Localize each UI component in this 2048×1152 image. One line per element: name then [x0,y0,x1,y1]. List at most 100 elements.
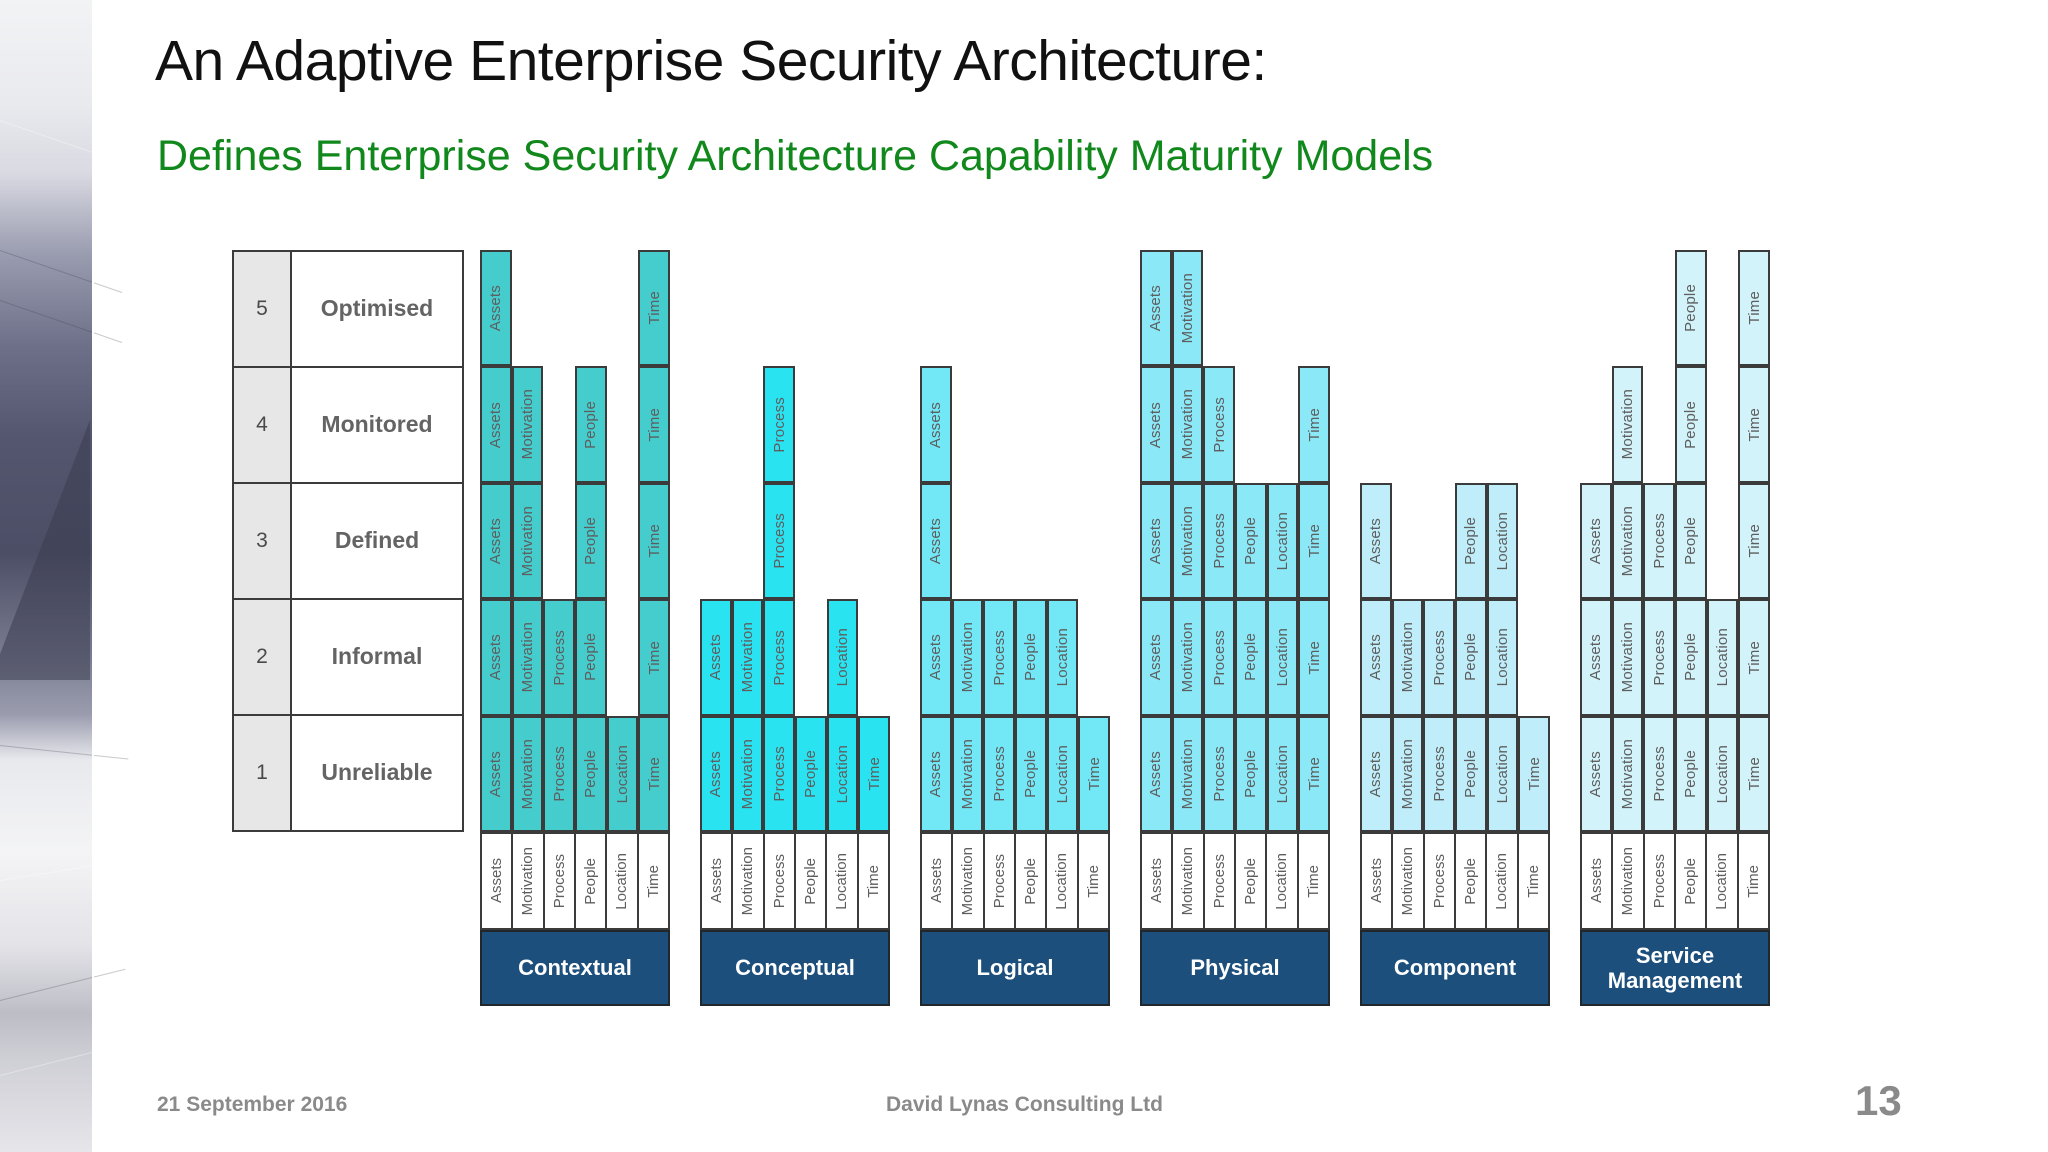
bar-segment[interactable]: People [1455,715,1487,832]
bar-segment[interactable]: Location [1046,715,1079,832]
bar-segment[interactable]: Assets [480,715,512,832]
bar-segment[interactable]: Assets [480,482,512,600]
bar-segment[interactable]: Process [763,482,796,600]
bar-segment[interactable]: Motivation [1391,599,1424,716]
bar-segment[interactable]: Motivation [1611,599,1644,716]
bar-segment[interactable]: People [1675,715,1707,832]
bar-segment[interactable]: Location [1706,599,1739,716]
bar-segment[interactable]: People [795,715,827,832]
bar-segment[interactable]: Motivation [1171,250,1204,367]
bar-segment[interactable]: Process [1423,599,1456,716]
bar-segment[interactable]: People [575,599,607,716]
bar-segment[interactable]: Motivation [511,715,544,832]
bar-segment[interactable]: Process [1203,482,1236,600]
bar-segment[interactable]: Assets [920,482,952,600]
bar-segment[interactable]: Assets [1140,250,1172,367]
bar-segment[interactable]: Motivation [1171,482,1204,600]
bar-segment[interactable]: Time [638,250,671,367]
bar-segment[interactable]: Time [1738,250,1771,367]
bar-segment[interactable]: Process [1423,715,1456,832]
bar-segment[interactable]: Motivation [1611,366,1644,483]
bar-segment[interactable]: People [575,482,607,600]
bar-segment[interactable]: Process [543,715,576,832]
bar-segment[interactable]: Assets [920,366,952,483]
bar-segment[interactable]: People [1455,599,1487,716]
bar-segment[interactable]: People [1675,599,1707,716]
bar-segment[interactable]: Assets [1360,482,1392,600]
bar-segment[interactable]: People [1675,482,1707,600]
bar-segment[interactable]: Assets [1580,715,1612,832]
bar-segment[interactable]: Time [1298,715,1331,832]
bar-segment[interactable]: People [1235,482,1267,600]
layer-group-header[interactable]: Conceptual [700,930,890,1006]
bar-segment[interactable]: People [575,366,607,483]
bar-segment[interactable]: Location [1266,715,1299,832]
bar-segment[interactable]: Motivation [1611,482,1644,600]
bar-segment[interactable]: Location [1266,599,1299,716]
bar-segment[interactable]: Time [1518,715,1551,832]
bar-segment[interactable]: Assets [1140,715,1172,832]
bar-segment[interactable]: Location [1706,715,1739,832]
layer-group-header[interactable]: Physical [1140,930,1330,1006]
bar-segment[interactable]: People [1675,250,1707,367]
bar-segment[interactable]: Assets [480,599,512,716]
bar-segment[interactable]: Assets [1360,599,1392,716]
bar-segment[interactable]: Motivation [1171,366,1204,483]
bar-segment[interactable]: People [1235,715,1267,832]
bar-segment[interactable]: Assets [480,366,512,483]
bar-segment[interactable]: Assets [1140,482,1172,600]
bar-segment[interactable]: Location [1266,482,1299,600]
bar-segment[interactable]: Motivation [511,366,544,483]
bar-segment[interactable]: Motivation [511,482,544,600]
bar-segment[interactable]: Process [983,715,1016,832]
bar-segment[interactable]: Time [1738,715,1771,832]
bar-segment[interactable]: Process [763,715,796,832]
bar-segment[interactable]: Assets [1580,599,1612,716]
bar-segment[interactable]: Motivation [731,715,764,832]
bar-segment[interactable]: Assets [920,715,952,832]
bar-segment[interactable]: Time [1298,599,1331,716]
bar-segment[interactable]: Process [1203,366,1236,483]
bar-segment[interactable]: Process [1203,599,1236,716]
bar-segment[interactable]: Location [826,715,859,832]
bar-segment[interactable]: Process [1643,715,1676,832]
bar-segment[interactable]: Motivation [731,599,764,716]
bar-segment[interactable]: Time [638,366,671,483]
bar-segment[interactable]: Time [1298,482,1331,600]
bar-segment[interactable]: Motivation [1611,715,1644,832]
bar-segment[interactable]: Time [1078,715,1111,832]
bar-segment[interactable]: Location [826,599,859,716]
bar-segment[interactable]: Motivation [1171,715,1204,832]
bar-segment[interactable]: Motivation [1171,599,1204,716]
bar-segment[interactable]: Assets [480,250,512,367]
bar-segment[interactable]: Process [1643,482,1676,600]
layer-group-header[interactable]: Component [1360,930,1550,1006]
bar-segment[interactable]: Time [1738,482,1771,600]
bar-segment[interactable]: Assets [1140,599,1172,716]
bar-segment[interactable]: Process [983,599,1016,716]
bar-segment[interactable]: Motivation [951,715,984,832]
bar-segment[interactable]: Time [858,715,891,832]
bar-segment[interactable]: Process [1203,715,1236,832]
bar-segment[interactable]: Process [543,599,576,716]
bar-segment[interactable]: People [1015,715,1047,832]
bar-segment[interactable]: Time [1298,366,1331,483]
bar-segment[interactable]: People [1675,366,1707,483]
layer-group-header[interactable]: Logical [920,930,1110,1006]
bar-segment[interactable]: Assets [1360,715,1392,832]
bar-segment[interactable]: Time [1738,366,1771,483]
bar-segment[interactable]: Time [638,482,671,600]
bar-segment[interactable]: Time [1738,599,1771,716]
bar-segment[interactable]: Time [638,599,671,716]
bar-segment[interactable]: Location [1486,715,1519,832]
bar-segment[interactable]: Process [763,366,796,483]
bar-segment[interactable]: Assets [1140,366,1172,483]
bar-segment[interactable]: People [575,715,607,832]
bar-segment[interactable]: Location [1046,599,1079,716]
bar-segment[interactable]: Process [763,599,796,716]
layer-group-header[interactable]: Contextual [480,930,670,1006]
bar-segment[interactable]: Location [1486,482,1519,600]
bar-segment[interactable]: Motivation [511,599,544,716]
bar-segment[interactable]: Assets [1580,482,1612,600]
